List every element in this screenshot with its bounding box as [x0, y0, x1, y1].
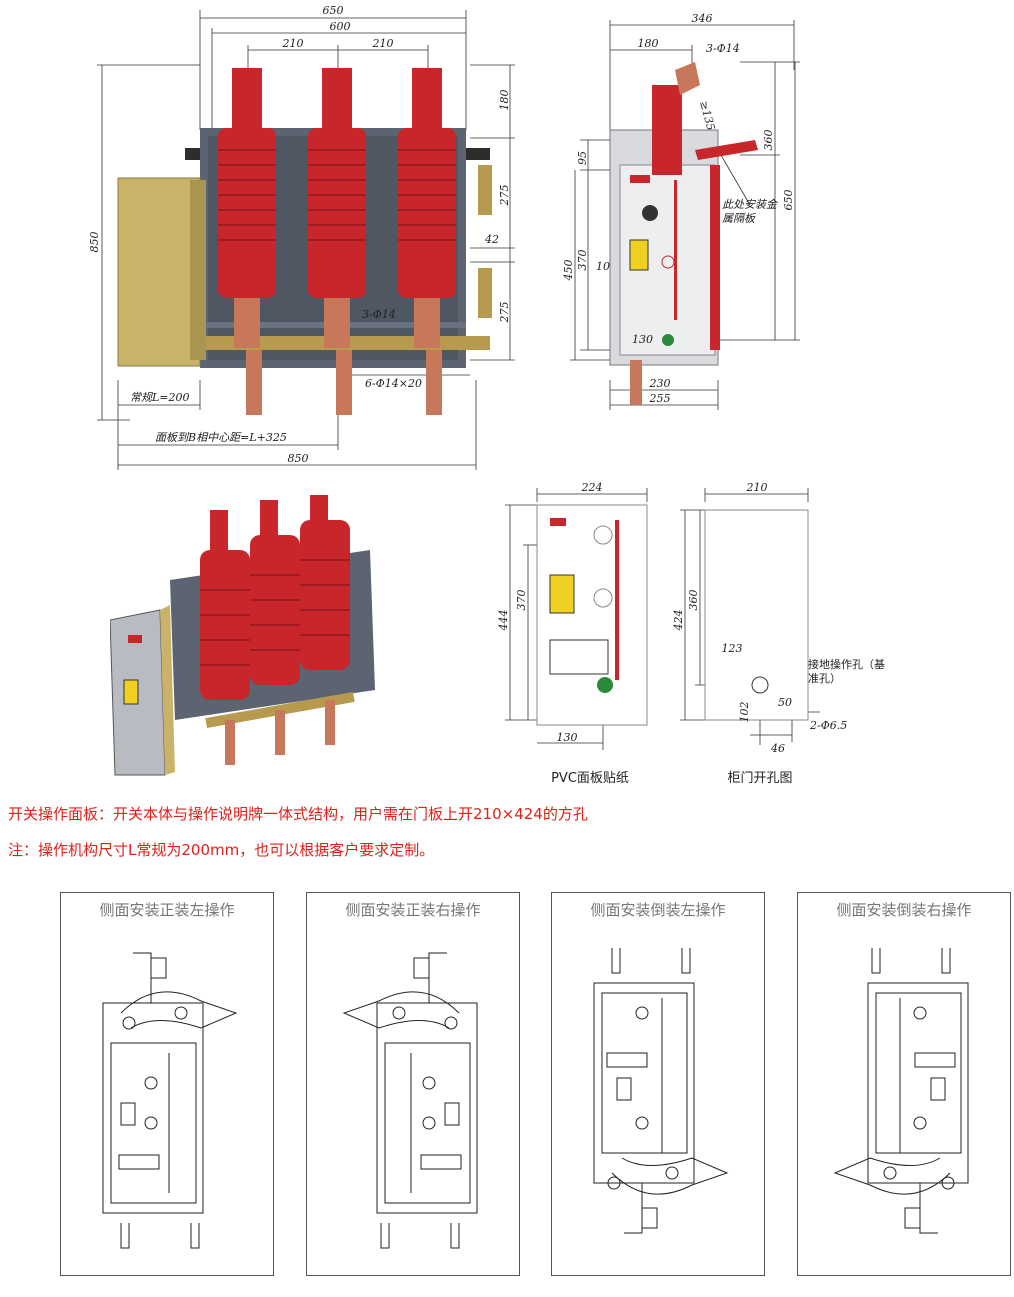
pvc-caption: PVC面板贴纸	[551, 771, 629, 786]
side-dim-hole: 3-Φ14	[706, 42, 740, 55]
side-note: 此处安装金属隔板	[722, 198, 777, 225]
pvc-dim-370: 370	[515, 590, 528, 611]
door-dim-424: 424	[672, 610, 685, 632]
variant-title-2: 侧面安装正装右操作	[345, 901, 481, 919]
insulator-c	[398, 68, 456, 348]
variant-panel-2: 侧面安装正装右操作	[306, 892, 520, 1276]
dim-right-275-lower: 275	[498, 302, 511, 324]
side-dim-255: 255	[649, 392, 671, 405]
door-dim-210: 210	[746, 481, 768, 494]
isometric-illustration	[110, 495, 375, 776]
door-dim-hole-spec: 2-Φ6.5	[809, 719, 847, 732]
door-caption: 柜门开孔图	[727, 771, 792, 786]
dim-bottom-850: 850	[288, 452, 309, 465]
variant-panel-1: 侧面安装正装左操作	[60, 892, 274, 1276]
pvc-dim-130: 130	[557, 731, 578, 744]
variant-drawing-3	[593, 948, 729, 1234]
variant-panel-4: 侧面安装倒装右操作	[797, 892, 1011, 1276]
side-dim-360: 360	[762, 130, 775, 151]
side-dim-10: 10	[596, 260, 610, 273]
side-dim-650: 650	[782, 190, 795, 211]
pvc-dim-444: 444	[497, 610, 510, 632]
side-view-drawing: 346 180 3-Φ14 ≥135 360 650 95 370 450 10…	[562, 12, 800, 410]
variant-drawing-1	[102, 952, 238, 1249]
dim-right-275-upper: 275	[498, 185, 511, 207]
front-view-drawing: 650 600 210 210 180 275 42 275 850 850 3…	[88, 4, 515, 470]
door-dim-50: 50	[778, 696, 792, 709]
variant-title-4: 侧面安装倒装右操作	[836, 901, 972, 919]
door-dim-360: 360	[687, 590, 700, 611]
door-dim-123: 123	[722, 642, 743, 655]
dim-pitch-left: 210	[282, 37, 304, 50]
dim-mech-length: 常规L=200	[130, 391, 190, 404]
dim-panel-distance: 面板到B相中心距=L+325	[155, 431, 287, 444]
side-dim-346: 346	[692, 12, 713, 25]
side-dim-230: 230	[649, 377, 671, 390]
note-line-1: 开关操作面板：开关本体与操作说明牌一体式结构，用户需在门板上开210×424的方…	[8, 805, 588, 823]
door-cutout-drawing: 210 424 360 123 50 102 46 2-Φ6.5 接地操作孔（基…	[672, 481, 885, 786]
dim-hole-bus: 3-Φ14	[362, 308, 396, 321]
side-dim-180: 180	[638, 37, 659, 50]
dim-right-42: 42	[484, 233, 499, 246]
pvc-panel-drawing: 224 444 370 130 PVC面板贴纸	[497, 481, 648, 786]
variant-title-3: 侧面安装倒装左操作	[590, 901, 726, 919]
door-dim-46: 46	[770, 742, 785, 755]
insulator-b	[308, 68, 366, 348]
variant-title-1: 侧面安装正装左操作	[99, 901, 235, 919]
dim-top-600: 600	[330, 20, 351, 33]
pvc-dim-224: 224	[581, 481, 603, 494]
note-line-2: 注：操作机构尺寸L常规为200mm，也可以根据客户要求定制。	[8, 841, 435, 859]
door-dim-102: 102	[738, 702, 751, 723]
side-dim-95: 95	[576, 151, 589, 165]
side-dim-370: 370	[576, 250, 589, 271]
dim-right-180: 180	[498, 90, 511, 111]
side-dim-450: 450	[562, 260, 575, 282]
side-dim-angle: ≥135	[697, 99, 717, 132]
side-dim-130: 130	[632, 333, 653, 346]
door-hole-label: 接地操作孔（基准孔）	[808, 658, 885, 685]
dim-top-650: 650	[323, 4, 344, 17]
dim-left-850: 850	[88, 232, 101, 253]
dim-pitch-right: 210	[372, 37, 394, 50]
insulator-a	[218, 68, 276, 348]
dim-hole-slot: 6-Φ14×20	[365, 377, 422, 390]
variant-drawing-2	[342, 952, 478, 1249]
variant-drawing-4	[833, 948, 969, 1234]
variant-panel-3: 侧面安装倒装左操作	[551, 892, 765, 1276]
